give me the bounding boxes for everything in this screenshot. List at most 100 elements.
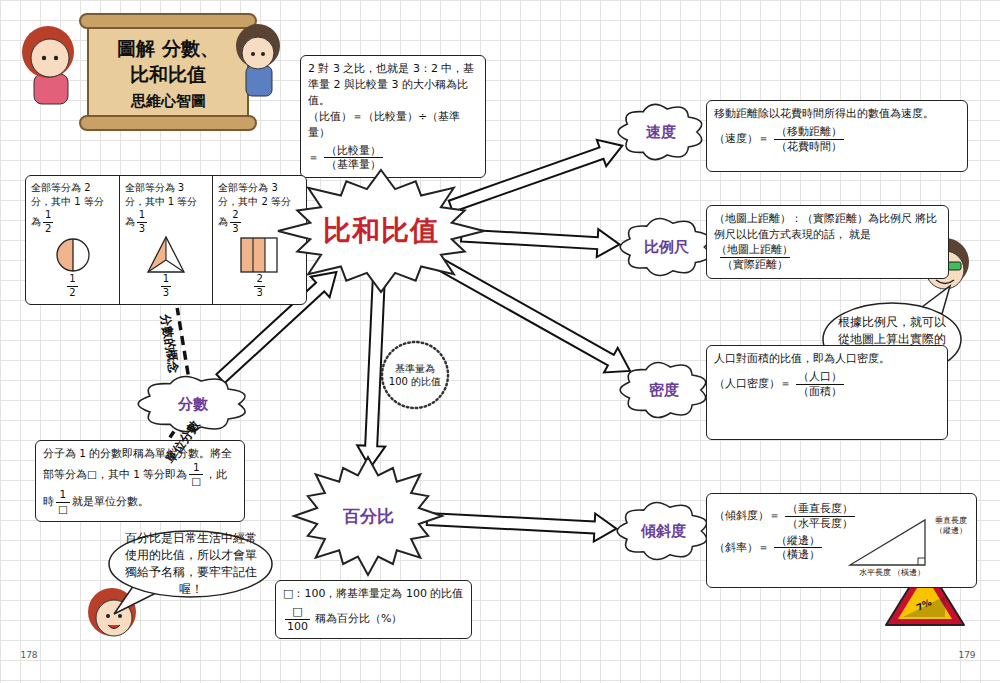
- fraction: 12: [67, 273, 77, 299]
- eye: [251, 52, 255, 56]
- numerator: 1: [69, 273, 75, 286]
- text-line: 速度: [646, 123, 676, 142]
- girl-body: [34, 74, 68, 104]
- topic-burst: 百分比: [292, 455, 444, 577]
- denominator: （基準量）: [324, 157, 383, 172]
- node-text: 全部等分為 2 分，其中 1 等分為: [31, 182, 104, 227]
- glasses: [948, 262, 961, 270]
- figure-space: [31, 237, 114, 273]
- mouth: [936, 280, 954, 284]
- boy-body: [246, 66, 272, 96]
- definition-box: □：100，將基準量定為 100 的比值□100稱為百分比（%）: [275, 580, 472, 639]
- denominator: □: [56, 502, 70, 516]
- central-burst: 比和比值: [276, 168, 486, 294]
- text-line: 百分比是日常生活中經常使用的比值，所以才會單獨給予名稱，要牢牢記住喔！: [108, 530, 273, 597]
- node-text: □：100，將基準量定為 100 的比值: [283, 587, 463, 600]
- cloud-shape: [618, 104, 702, 159]
- fraction-panel: 全部等分為 2 分，其中 1 等分為1212: [26, 176, 119, 304]
- node-text: 分數: [178, 395, 208, 413]
- hollow-arrow: [427, 513, 617, 542]
- denominator: （橫邊）: [774, 547, 822, 562]
- definition-box: 分子為 1 的分數即稱為單位分數。將全部等分為□，其中 1 等分即為1□，此時1…: [35, 440, 245, 522]
- cloud-shape: [617, 502, 706, 559]
- denominator: 2: [43, 222, 53, 236]
- text-line: ＝（比較量）（基準量）: [308, 144, 478, 173]
- node-text: 百分比: [343, 506, 394, 526]
- burst-shape: [278, 170, 484, 292]
- node-text: 百分比是日常生活中經常使用的比值，所以才會單獨給予名稱，要牢牢記住喔！: [125, 531, 257, 595]
- denominator: 3: [161, 286, 171, 300]
- node-text: 就是單位分數。: [72, 495, 149, 507]
- numerator: （地圖上距離）: [716, 243, 793, 257]
- text-line: 分子為 1 的分數即稱為單位分數。將全部等分為□，其中 1 等分即為1□，此時1…: [43, 446, 237, 516]
- numerator: 2: [256, 273, 262, 286]
- figure-space: [218, 237, 301, 273]
- text-line: 分數: [178, 395, 208, 414]
- text-line: 密度: [649, 381, 679, 400]
- fraction: （垂直長度）（水平長度）: [785, 502, 855, 531]
- denominator: 3: [137, 222, 147, 236]
- numerator: 1: [193, 461, 200, 474]
- fraction: 23: [230, 209, 240, 235]
- node-text: 全部等分為 3 分，其中 1 等分為: [125, 182, 198, 227]
- denominator: 3: [254, 286, 264, 300]
- burst-shape: [294, 457, 442, 575]
- note-circle: 基準量為 100 的比值: [380, 340, 450, 410]
- text-line: （地圖上距離）：（實際距離）為比例尺 將比例尺以比值方式表現的話， 就是（地圖上…: [714, 211, 941, 271]
- text-line: 百分比: [343, 505, 394, 528]
- fraction: 13: [137, 209, 147, 235]
- numerator: □: [292, 605, 302, 619]
- numerator: （人口）: [798, 370, 842, 384]
- scroll-roll: [80, 116, 256, 130]
- eye: [118, 614, 122, 618]
- bubble-shape: [109, 531, 272, 597]
- fraction-panel: 全部等分為 3 分，其中 2 等分為2323: [212, 176, 306, 304]
- denominator: （面積）: [796, 384, 844, 399]
- text-line: 全部等分為 2 分，其中 1 等分為12: [31, 181, 114, 237]
- fraction-box: 全部等分為 2 分，其中 1 等分為1212全部等分為 3 分，其中 1 等分為…: [25, 175, 307, 305]
- figure-space: [125, 237, 208, 273]
- eye: [54, 56, 58, 60]
- scroll-paper: [88, 24, 248, 122]
- hollow-arrow: [437, 259, 630, 372]
- node-text: 傾斜度: [641, 522, 686, 540]
- dashed-connector: [170, 432, 174, 438]
- fraction: （人口）（面積）: [796, 370, 844, 399]
- text-line: 2 對 3 之比，也就是 3：2 中，基準量 2 與比較量 3 的大小稱為比值。: [308, 61, 478, 109]
- text-line: 比例尺: [644, 238, 689, 257]
- fraction: 23: [254, 273, 264, 299]
- node-text: 2 對 3 之比，也就是 3：2 中，基準量 2 與比較量 3 的大小稱為比值。: [308, 62, 474, 107]
- text-line: 移動距離除以花費時間所得出的數值為速度。: [714, 106, 960, 122]
- node-text: 移動距離除以花費時間所得出的數值為速度。: [714, 107, 934, 120]
- text-line: 比和比值: [323, 212, 439, 250]
- node-text: 密度: [649, 381, 679, 399]
- text-line: （比值）＝（比較量）÷（基準量）: [308, 109, 478, 141]
- scroll-roll: [80, 14, 256, 28]
- numerator: 1: [60, 488, 67, 501]
- eye: [42, 56, 46, 60]
- definition-box: 人口對面積的比值，即為人口密度。（人口密度）＝（人口）（面積）: [706, 345, 948, 440]
- topic-cloud: 比例尺: [620, 218, 712, 276]
- definition-box: （傾斜度）＝（垂直長度）（水平長度）（斜率）＝（縱邊）（橫邊）垂直長度 （縱邊）…: [706, 493, 977, 588]
- definition-box: （地圖上距離）：（實際距離）為比例尺 將比例尺以比值方式表現的話， 就是（地圖上…: [706, 205, 949, 279]
- text-line: （人口密度）＝（人口）（面積）: [714, 370, 940, 399]
- definition-box: 移動距離除以花費時間所得出的數值為速度。（速度）＝（移動距離）（花費時間）: [706, 100, 968, 172]
- speech-bubble: 百分比是日常生活中經常使用的比值，所以才會單獨給予名稱，要牢牢記住喔！: [108, 530, 273, 598]
- numerator: （移動距離）: [776, 125, 842, 139]
- text-line: 傾斜度: [641, 522, 686, 541]
- node-text: （傾斜度）＝: [714, 508, 780, 524]
- text-line: 23: [218, 273, 301, 299]
- fraction: （比較量）（基準量）: [324, 144, 383, 173]
- subtitle: 思維心智圖: [90, 92, 246, 111]
- axis-label: 垂直長度 （縱邊）: [929, 516, 973, 535]
- node-text: （比值）＝（比較量）÷（基準量）: [308, 110, 460, 139]
- numerator: （垂直長度）: [787, 502, 853, 516]
- node-text: 分子為 1 的分數即稱為單位分數。將全部等分為□，其中 1 等分即為: [43, 447, 232, 480]
- boy-hair: [236, 24, 280, 68]
- cloud-shape: [620, 362, 706, 417]
- numerator: 1: [139, 209, 145, 222]
- eye: [261, 52, 265, 56]
- topic-cloud: 密度: [620, 362, 708, 418]
- numerator: 1: [163, 273, 169, 286]
